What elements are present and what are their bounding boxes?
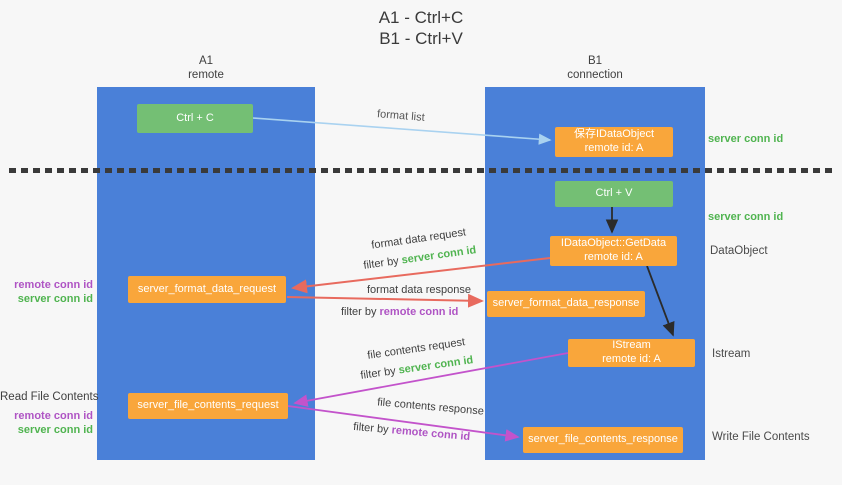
title-line-1: A1 - Ctrl+C (378, 8, 464, 27)
node-server-format-data-response-label: server_format_data_response (492, 297, 640, 310)
arrow-file-contents-response (287, 405, 520, 442)
annotation-istream: Istream (712, 348, 751, 360)
node-ctrl-c-label: Ctrl + C (176, 111, 214, 124)
node-istream-line1: IStream (612, 339, 651, 352)
annotation-server-conn-id-top: server conn id (708, 133, 784, 145)
node-istream: IStream remote id: A (568, 339, 695, 367)
lane-b1-role: connection (567, 69, 623, 82)
diagram-title: A1 - Ctrl+C B1 - Ctrl+V (0, 8, 842, 49)
node-save-dataobject-line1: 保存IDataObject (573, 128, 655, 141)
node-server-file-contents-request: server_file_contents_request (128, 393, 288, 419)
arrow-getdata-to-istream (646, 265, 675, 337)
node-server-format-data-request: server_format_data_request (128, 276, 286, 303)
node-server-file-contents-request-label: server_file_contents_request (137, 399, 279, 412)
filter-by-prefix: filter by (341, 306, 380, 318)
node-ctrl-c: Ctrl + C (137, 104, 253, 133)
node-save-dataobject-line2: remote id: A (584, 142, 644, 154)
node-server-file-contents-response-label: server_file_contents_response (528, 433, 678, 446)
lane-header-a1: A1 remote (146, 54, 266, 83)
arrow-format-data-request (291, 257, 551, 294)
node-idataobject-getdata: IDataObject::GetData remote id: A (550, 236, 677, 266)
node-idataobject-getdata-line2: remote id: A (584, 251, 643, 263)
arrow-format-data-response (286, 293, 484, 308)
annotation-read-file-contents: Read File Contents (0, 391, 99, 403)
annotation-remote-conn-id-left-2: remote conn id (14, 410, 93, 422)
lane-header-b1: B1 connection (535, 54, 655, 83)
annotation-dataobject: DataObject (710, 245, 768, 257)
annotation-server-conn-id-mid: server conn id (708, 211, 784, 223)
node-server-file-contents-response: server_file_contents_response (523, 427, 683, 453)
annotation-remote-conn-id-left-1: remote conn id (14, 279, 93, 291)
remote-conn-id-key: remote conn id (379, 306, 459, 318)
arrow-file-contents-request (293, 352, 569, 407)
node-idataobject-getdata-line1: IDataObject::GetData (560, 237, 667, 250)
node-server-format-data-response: server_format_data_response (487, 291, 645, 317)
lane-a1-name: A1 (198, 55, 214, 67)
annotation-write-file-contents: Write File Contents (712, 431, 810, 443)
node-server-format-data-request-label: server_format_data_request (137, 282, 277, 295)
node-ctrl-v-label: Ctrl + V (595, 187, 633, 200)
title-line-2: B1 - Ctrl+V (379, 28, 463, 48)
node-save-dataobject: 保存IDataObject remote id: A (555, 127, 673, 157)
edge-label-format-data-response: format data response (367, 284, 471, 296)
lane-b1-name: B1 (587, 55, 603, 67)
dotted-divider (9, 168, 834, 173)
node-ctrl-v: Ctrl + V (555, 181, 673, 207)
arrow-format-list (252, 117, 552, 145)
annotation-server-conn-id-left-2: server conn id (17, 424, 93, 436)
node-istream-line2: remote id: A (602, 353, 661, 365)
annotation-server-conn-id-left-1: server conn id (17, 293, 93, 305)
edge-label-filter-remote-conn-id-1: filter by remote conn id (341, 306, 458, 318)
lane-a1-role: remote (188, 69, 224, 82)
